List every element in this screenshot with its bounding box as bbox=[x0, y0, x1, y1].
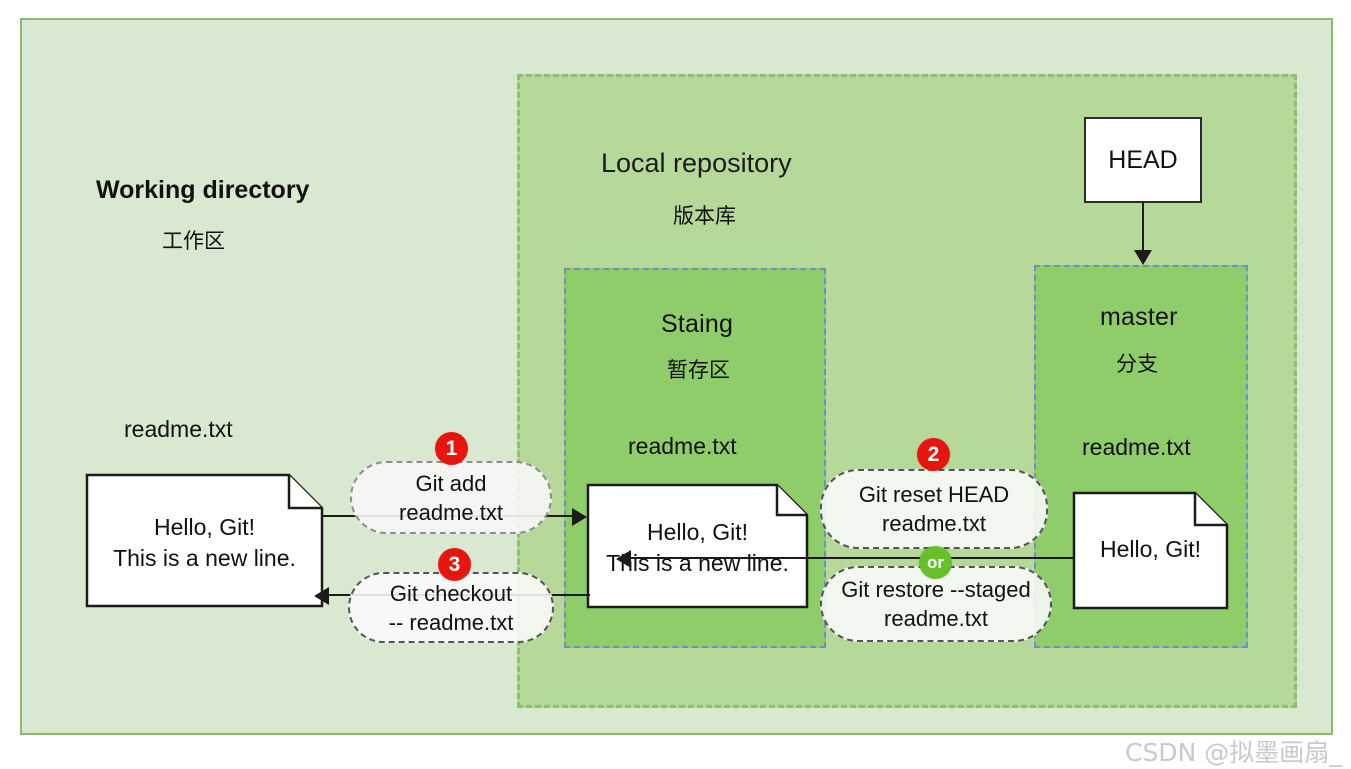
head-to-master-arrowhead bbox=[1134, 250, 1152, 265]
working-directory-title-cn: 工作区 bbox=[162, 229, 225, 253]
git-restore-line1: Git restore --staged bbox=[841, 577, 1031, 602]
local-repository-title: Local repository bbox=[601, 148, 792, 178]
git-restore-line2: readme.txt bbox=[884, 606, 988, 631]
checkout-flow-arrowhead bbox=[314, 587, 329, 605]
master-branch-title-cn: 分支 bbox=[1116, 352, 1158, 376]
step-badge-1: 1 bbox=[435, 432, 468, 465]
working-directory-file-doc: Hello, Git! This is a new line. bbox=[85, 473, 324, 608]
git-add-line2: readme.txt bbox=[399, 499, 503, 525]
add-flow-arrowhead bbox=[572, 508, 587, 526]
local-repository-title-cn: 版本库 bbox=[673, 204, 736, 228]
master-file-doc: Hello, Git! bbox=[1072, 491, 1229, 610]
reset-flow-line bbox=[620, 557, 1075, 559]
git-reset-line1: Git reset HEAD bbox=[858, 482, 1010, 507]
reset-flow-arrowhead bbox=[616, 550, 631, 568]
git-checkout-command-bubble[interactable]: Git checkout -- readme.txt bbox=[348, 572, 554, 643]
head-to-master-line bbox=[1142, 203, 1144, 252]
master-branch-title: master bbox=[1100, 303, 1178, 331]
git-checkout-line1: Git checkout bbox=[389, 580, 513, 606]
step-badge-or: or bbox=[919, 546, 952, 579]
git-add-line1: Git add bbox=[415, 470, 487, 496]
working-directory-title: Working directory bbox=[96, 176, 310, 204]
staging-area-title-cn: 暂存区 bbox=[667, 358, 730, 382]
staging-file-doc: Hello, Git! This is a new line. bbox=[586, 483, 809, 609]
step-badge-3: 3 bbox=[438, 548, 471, 581]
git-checkout-line2: -- readme.txt bbox=[388, 609, 514, 635]
step-badge-2: 2 bbox=[917, 438, 950, 471]
csdn-watermark: CSDN @拟墨画扇_ bbox=[1125, 738, 1342, 767]
head-pointer-box: HEAD bbox=[1084, 117, 1202, 203]
master-file-label: readme.txt bbox=[1082, 434, 1191, 460]
staging-file-label: readme.txt bbox=[628, 433, 737, 459]
working-directory-file-label: readme.txt bbox=[124, 416, 233, 442]
git-reset-line2: readme.txt bbox=[882, 511, 986, 536]
staging-area-title: Staing bbox=[661, 310, 734, 338]
git-reset-command-bubble[interactable]: Git reset HEAD readme.txt bbox=[820, 469, 1048, 549]
git-add-command-bubble[interactable]: Git add readme.txt bbox=[350, 461, 552, 534]
